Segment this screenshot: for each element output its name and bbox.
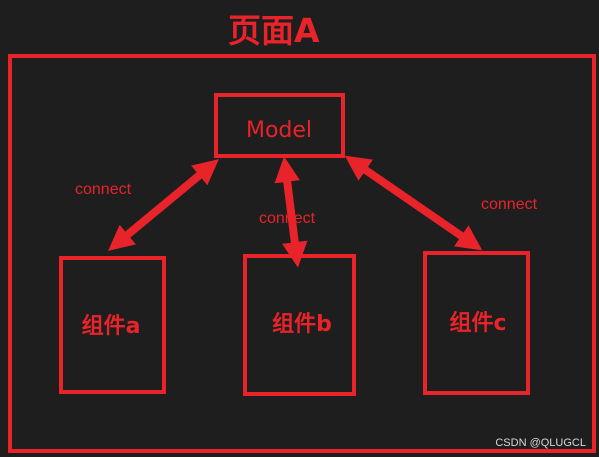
component-a-node: 组件a [59, 256, 166, 394]
component-b-label: 组件b [272, 311, 332, 337]
component-a-box [59, 256, 166, 394]
component-c-node: 组件c [423, 251, 530, 395]
component-b-node: 组件b [243, 254, 356, 396]
page-frame [8, 54, 596, 453]
model-node: Model [214, 93, 345, 158]
component-a-label: 组件a [82, 313, 141, 339]
component-c-box [423, 251, 530, 395]
model-label: Model [246, 118, 312, 143]
watermark: CSDN @QLUGCL [495, 437, 586, 449]
connect-arrow-model-a [108, 159, 219, 251]
component-c-label: 组件c [449, 310, 506, 336]
connect-label-c: connect [481, 196, 538, 213]
page-title: 页面A [228, 11, 320, 50]
connect-arrow-model-c [344, 155, 483, 251]
connect-label-b: connect [259, 210, 316, 227]
model-box [214, 93, 345, 158]
connect-label-a: connect [75, 181, 132, 198]
connect-arrow-model-b [274, 156, 308, 268]
